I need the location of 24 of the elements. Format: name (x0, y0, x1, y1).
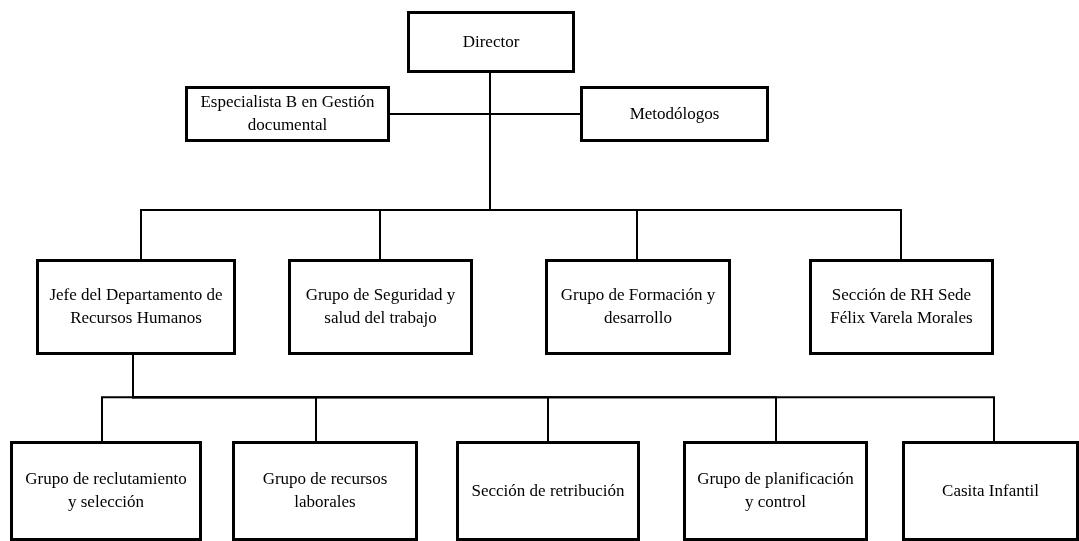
box-label: Casita Infantil (942, 479, 1039, 502)
org-box (902, 441, 1079, 541)
org-box (545, 259, 731, 355)
org-box (683, 441, 868, 541)
org-box (185, 86, 390, 142)
box-label: Director (462, 30, 520, 53)
box-label: Sección de RH Sede Félix Varela Morales (829, 284, 974, 329)
org-box (36, 259, 236, 355)
box-label: Metodólogos (629, 102, 720, 125)
org-box (407, 11, 575, 73)
org-box (232, 441, 418, 541)
box-label: Grupo de Seguridad y salud del trabajo (304, 284, 457, 329)
box-label: Jefe del Departamento de Recursos Humanos (48, 284, 224, 329)
box-label: Sección de retribución (471, 479, 625, 502)
box-label: Especialista B en Gestión documental (199, 91, 376, 136)
org-box (580, 86, 769, 142)
org-box (456, 441, 640, 541)
box-label: Grupo de reclutamiento y selección (24, 468, 188, 513)
org-box (809, 259, 994, 355)
box-label: Grupo de Formación y desarrollo (559, 284, 717, 329)
org-box (288, 259, 473, 355)
org-box (10, 441, 202, 541)
box-label: Grupo de recursos laborales (261, 468, 389, 513)
box-label: Grupo de planificación y control (696, 468, 855, 513)
